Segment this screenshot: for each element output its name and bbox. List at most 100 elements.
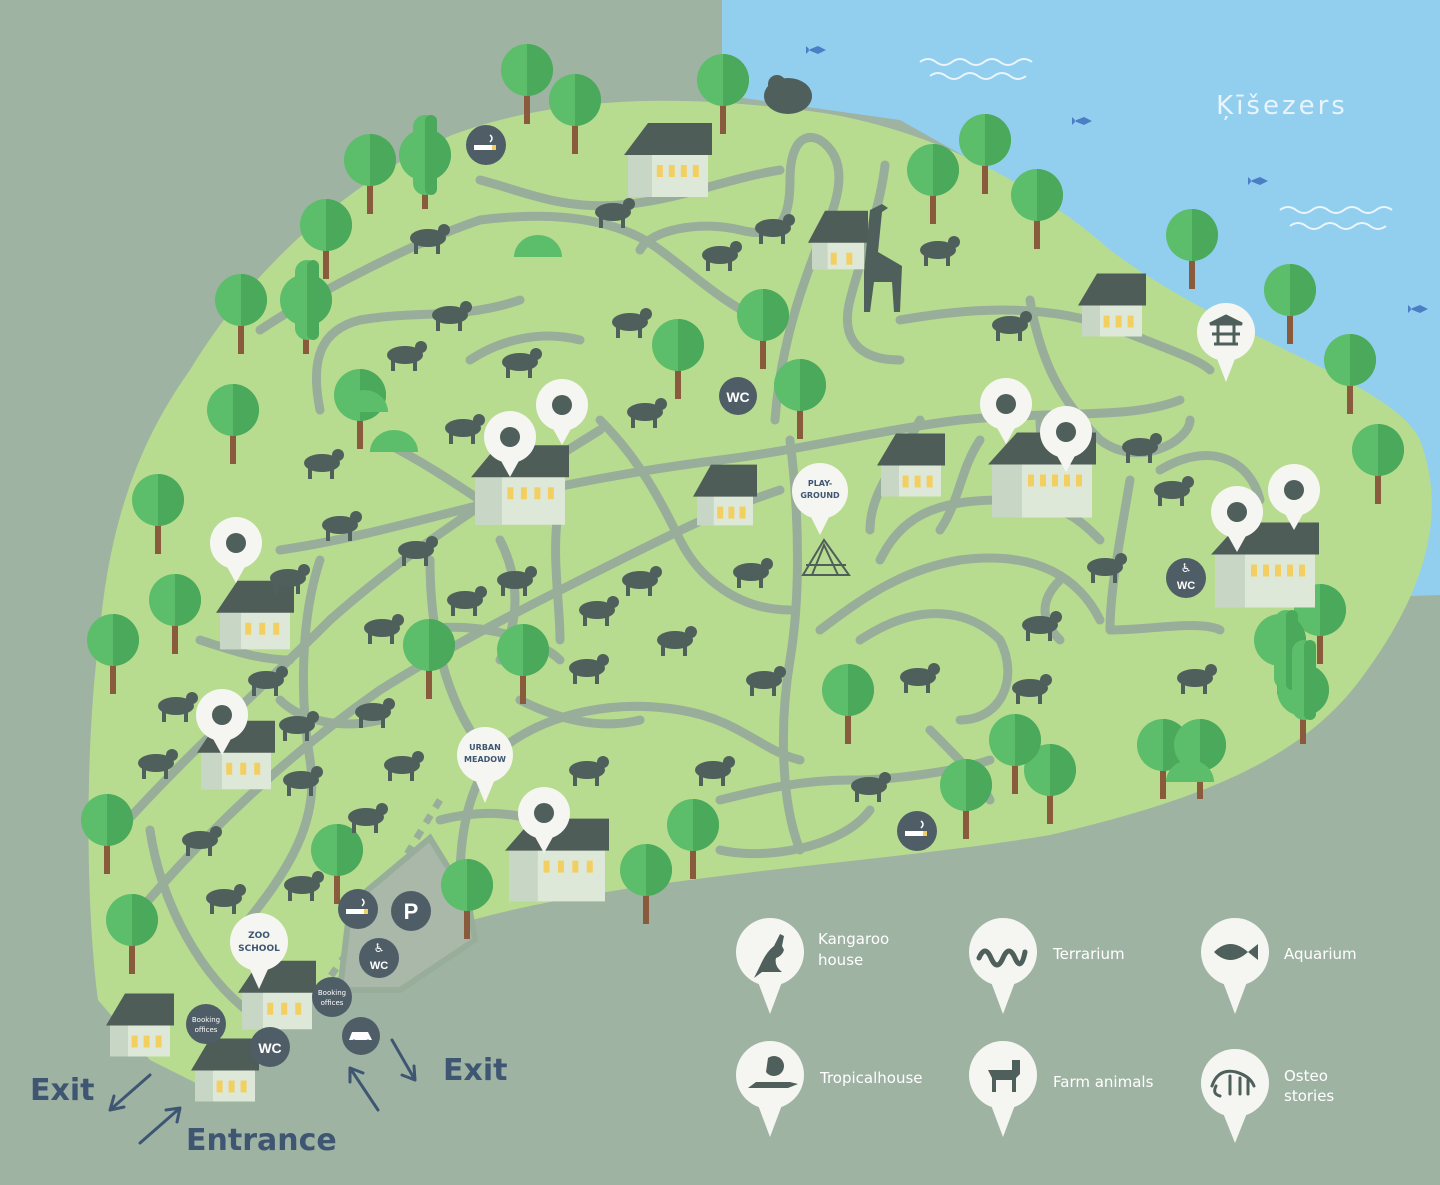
animal-icon[interactable]	[283, 766, 323, 796]
animal-icon[interactable]	[657, 626, 697, 656]
animal-icon[interactable]	[695, 756, 735, 786]
playground-bubble[interactable]: PLAY- GROUND	[792, 463, 848, 535]
animal-house-pin[interactable]	[1268, 464, 1320, 530]
svg-text:P: P	[404, 899, 419, 924]
animal-icon[interactable]	[322, 511, 362, 541]
animal-icon[interactable]	[612, 308, 652, 338]
smoking-area-marker-parking[interactable]	[338, 889, 378, 929]
animal-house-pin[interactable]	[980, 378, 1032, 444]
animal-icon[interactable]	[364, 614, 404, 644]
car-marker[interactable]	[342, 1017, 380, 1055]
booking-offices-marker-2[interactable]: Booking offices	[312, 977, 352, 1017]
entrance-label[interactable]: Entrance	[186, 1123, 337, 1158]
tree	[549, 74, 601, 154]
animal-icon[interactable]	[595, 198, 635, 228]
animal-icon[interactable]	[387, 341, 427, 371]
svg-text:offices: offices	[321, 999, 344, 1007]
building[interactable]	[238, 960, 316, 1030]
parking-marker[interactable]: P	[391, 891, 431, 931]
animal-icon[interactable]	[158, 692, 198, 722]
zoo-school-bubble[interactable]: ZOO SCHOOL	[230, 913, 288, 989]
crocodile-icon	[748, 1056, 798, 1088]
animal-icon[interactable]	[432, 301, 472, 331]
playground-structure[interactable]	[801, 538, 851, 576]
animal-icon[interactable]	[569, 756, 609, 786]
animal-house-pin[interactable]	[196, 689, 248, 755]
gorilla-icon[interactable]	[764, 75, 812, 114]
lamb-icon	[988, 1060, 1020, 1092]
animal-icon[interactable]	[206, 884, 246, 914]
animal-icon[interactable]	[992, 311, 1032, 341]
wc-marker-entrance[interactable]: WC	[250, 1027, 290, 1067]
animal-house-pin[interactable]	[484, 411, 536, 477]
urban-meadow-bubble[interactable]: URBAN MEADOW	[457, 727, 513, 803]
exit-label-right[interactable]: Exit	[443, 1053, 507, 1088]
tree	[822, 664, 874, 744]
animal-icon[interactable]	[1022, 611, 1062, 641]
animal-icon[interactable]	[284, 871, 324, 901]
building[interactable]	[1078, 273, 1146, 337]
animal-icon[interactable]	[1122, 433, 1162, 463]
animal-icon[interactable]	[900, 663, 940, 693]
animal-icon[interactable]	[1177, 664, 1217, 694]
wc-marker-center[interactable]: WC	[719, 377, 757, 415]
animal-icon[interactable]	[755, 214, 795, 244]
giraffe-icon[interactable]	[864, 204, 902, 312]
building[interactable]	[191, 1038, 259, 1102]
animal-icon[interactable]	[398, 536, 438, 566]
animal-icon[interactable]	[304, 449, 344, 479]
animal-icon[interactable]	[355, 698, 395, 728]
building[interactable]	[106, 993, 174, 1057]
building[interactable]	[693, 464, 757, 526]
animal-icon[interactable]	[579, 596, 619, 626]
animal-icon[interactable]	[622, 566, 662, 596]
animal-house-pin[interactable]	[536, 379, 588, 445]
picnic-area-bubble[interactable]	[1197, 303, 1255, 382]
animal-icon[interactable]	[746, 666, 786, 696]
animal-icon[interactable]	[447, 586, 487, 616]
poplar-tree	[413, 115, 437, 195]
animal-icon[interactable]	[702, 241, 742, 271]
animal-icon[interactable]	[445, 414, 485, 444]
booking-offices-marker-1[interactable]: Booking offices	[186, 1004, 226, 1044]
svg-text:WC: WC	[258, 1040, 281, 1056]
fish-in-lake	[806, 46, 1428, 313]
animal-house-pin[interactable]	[210, 517, 262, 583]
smoking-area-marker-north[interactable]	[466, 125, 506, 165]
animal-icon[interactable]	[1087, 553, 1127, 583]
animal-icon[interactable]	[348, 803, 388, 833]
animal-icon[interactable]	[569, 654, 609, 684]
animal-house-pin[interactable]	[518, 787, 570, 853]
animal-icon[interactable]	[248, 666, 288, 696]
animal-icon[interactable]	[920, 236, 960, 266]
legend-item-farm-animals: Farm animals	[969, 1041, 1154, 1137]
animal-icon[interactable]	[497, 566, 537, 596]
animal-house-pin[interactable]	[1211, 486, 1263, 552]
animal-icon[interactable]	[138, 749, 178, 779]
animal-icon[interactable]	[733, 558, 773, 588]
building[interactable]	[808, 210, 868, 270]
animal-icon[interactable]	[1154, 476, 1194, 506]
tree	[959, 114, 1011, 194]
animal-icon[interactable]	[627, 398, 667, 428]
footpath-dotted	[317, 798, 443, 993]
animal-icon[interactable]	[410, 224, 450, 254]
animal-icon[interactable]	[384, 751, 424, 781]
building[interactable]	[624, 123, 712, 197]
smoking-area-marker-south[interactable]	[897, 811, 937, 851]
tree	[1352, 424, 1404, 504]
animal-icon[interactable]	[279, 711, 319, 741]
accessible-wc-marker-east[interactable]: ♿ WC	[1166, 558, 1206, 598]
animal-icon[interactable]	[502, 348, 542, 378]
animal-icon[interactable]	[270, 564, 310, 594]
accessible-wc-marker-parking[interactable]: ♿ WC	[359, 938, 399, 978]
tree	[940, 759, 992, 839]
animal-icon[interactable]	[182, 826, 222, 856]
exit-label-left[interactable]: Exit	[30, 1073, 94, 1108]
animal-icon[interactable]	[1012, 674, 1052, 704]
building[interactable]	[877, 433, 945, 497]
animal-icon[interactable]	[851, 772, 891, 802]
svg-text:Tropicalhouse: Tropicalhouse	[819, 1069, 923, 1087]
animal-house-pin[interactable]	[1040, 406, 1092, 472]
svg-text:URBAN: URBAN	[469, 743, 501, 752]
